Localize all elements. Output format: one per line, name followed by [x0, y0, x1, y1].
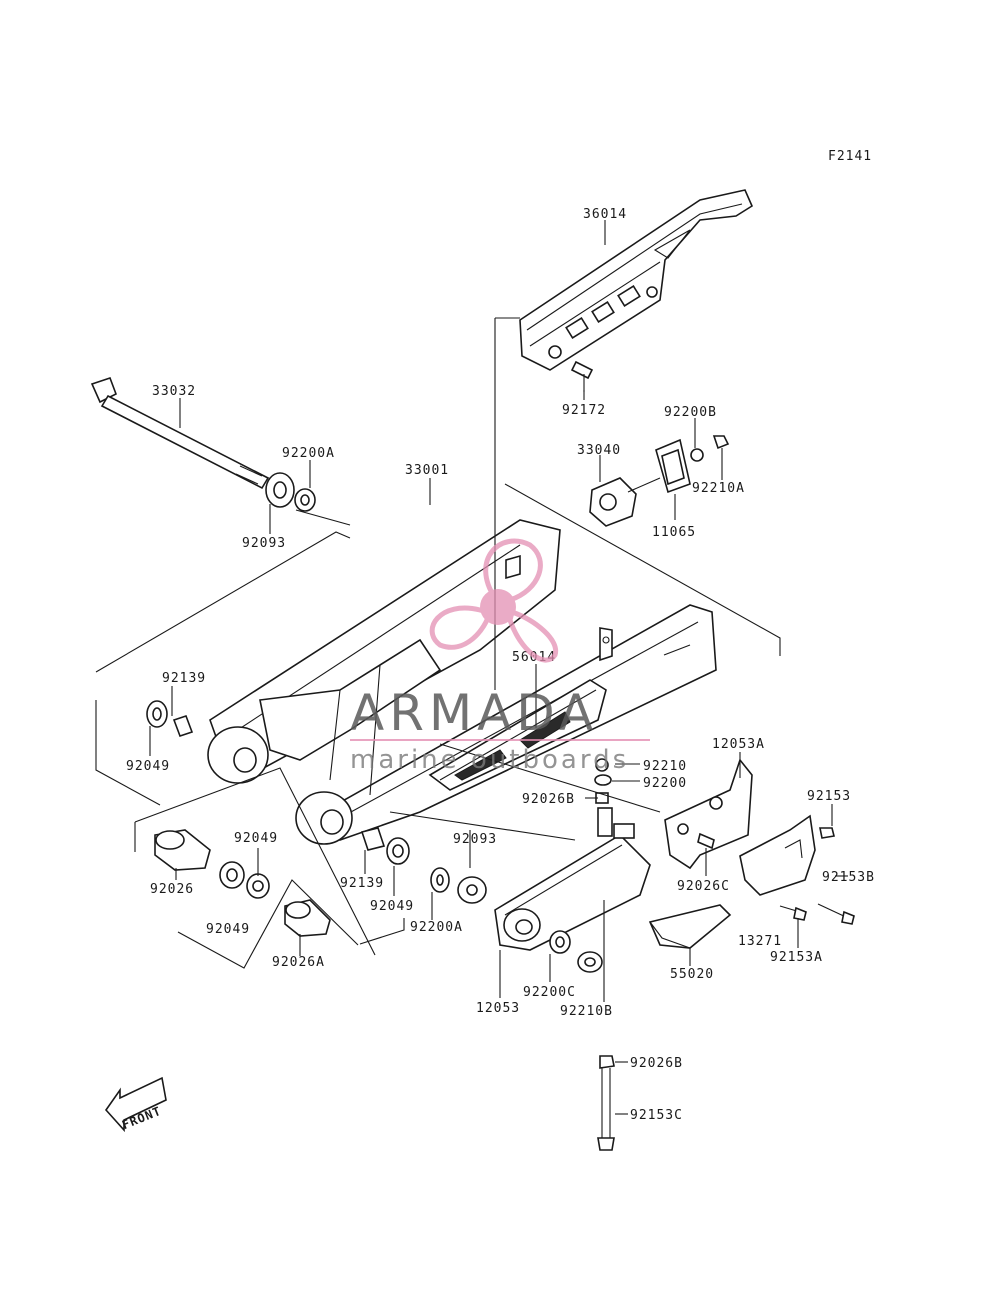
spacer-92139-mid [360, 827, 386, 851]
label-92200B: 92200B [664, 405, 717, 420]
label-92210: 92210 [643, 759, 687, 774]
spacer-92139-left [172, 714, 194, 738]
label-92210A: 92210A [692, 481, 745, 496]
label-92200A-top: 92200A [282, 446, 335, 461]
label-92153: 92153 [807, 789, 851, 804]
label-92139-left: 92139 [162, 671, 206, 686]
leader-lines [149, 220, 848, 1115]
label-33001: 33001 [405, 463, 449, 478]
block-55020 [648, 904, 732, 949]
seal-92049-a [219, 861, 245, 889]
label-92093-top: 92093 [242, 536, 286, 551]
washer-92200A-top [294, 488, 316, 512]
label-92200A-bottom: 92200A [410, 920, 463, 935]
label-92026B-bottom: 92026B [630, 1056, 683, 1071]
label-36014: 36014 [583, 207, 627, 222]
label-92049-left: 92049 [126, 759, 170, 774]
label-12053: 12053 [476, 1001, 520, 1016]
label-92026: 92026 [150, 882, 194, 897]
washer-92200A-bottom [430, 867, 450, 893]
label-92200C: 92200C [523, 985, 576, 1000]
label-92153A: 92153A [770, 950, 823, 965]
figure-code: F2141 [828, 149, 872, 164]
swing-arm-33001 [207, 519, 717, 845]
watermark-subtitle: marine outboards [350, 745, 629, 775]
watermark-name: ARMADA [350, 684, 598, 742]
pivot-shaft-33032 [90, 376, 270, 490]
sprocket-guard-plate [739, 814, 816, 896]
label-55020: 55020 [670, 967, 714, 982]
bolt-92172 [570, 360, 594, 392]
seal-92049-mid [386, 837, 410, 865]
label-33032: 33032 [152, 384, 196, 399]
label-92153B: 92153B [822, 870, 875, 885]
rear-link-12053 [494, 807, 651, 951]
bolt-92153A [779, 905, 807, 921]
label-92049-a: 92049 [234, 831, 278, 846]
washer-92200B [690, 448, 704, 462]
seal-92049-b [246, 873, 270, 899]
adjuster-plate-11065 [655, 438, 691, 494]
seal-92093 [265, 472, 295, 508]
label-92210B: 92210B [560, 1004, 613, 1019]
nut-92210A [712, 435, 730, 450]
bolt-92153 [819, 827, 835, 839]
label-92049-c: 92049 [206, 922, 250, 937]
label-92200: 92200 [643, 776, 687, 791]
pin-92026C [697, 832, 715, 850]
collar-92200C [549, 930, 571, 954]
seal-92093-mid [457, 876, 487, 904]
label-92172: 92172 [562, 403, 606, 418]
bushing-92210B [577, 951, 603, 973]
propeller-logo-icon [429, 538, 559, 663]
bolt-92153C [597, 1055, 615, 1151]
label-92093-mid: 92093 [453, 832, 497, 847]
chain-adjuster-33040 [589, 477, 661, 527]
label-92026C: 92026C [677, 879, 730, 894]
front-arrow-icon: FRONT [104, 1076, 167, 1132]
bracket-12053A [664, 758, 753, 870]
label-92153C: 92153C [630, 1108, 683, 1123]
label-92049-mid: 92049 [370, 899, 414, 914]
label-33040: 33040 [577, 443, 621, 458]
watermark: ARMADA marine outboards [350, 538, 650, 775]
label-92026A: 92026A [272, 955, 325, 970]
label-12053A: 12053A [712, 737, 765, 752]
label-13271: 13271 [738, 934, 782, 949]
seal-92049-left [146, 700, 168, 728]
bolt-92153B [817, 903, 855, 925]
sleeve-92026 [154, 829, 211, 871]
small-parts-92210-92200 [594, 758, 612, 804]
assembly-frame [95, 483, 781, 969]
label-92026B-mid: 92026B [522, 792, 575, 807]
label-92139-mid: 92139 [340, 876, 384, 891]
sleeve-92026A [284, 899, 331, 937]
label-11065: 11065 [652, 525, 696, 540]
chain-guard-36014 [519, 189, 754, 371]
part-labels: 36014 33032 92172 92200B 33040 92200A 33… [126, 207, 875, 1123]
